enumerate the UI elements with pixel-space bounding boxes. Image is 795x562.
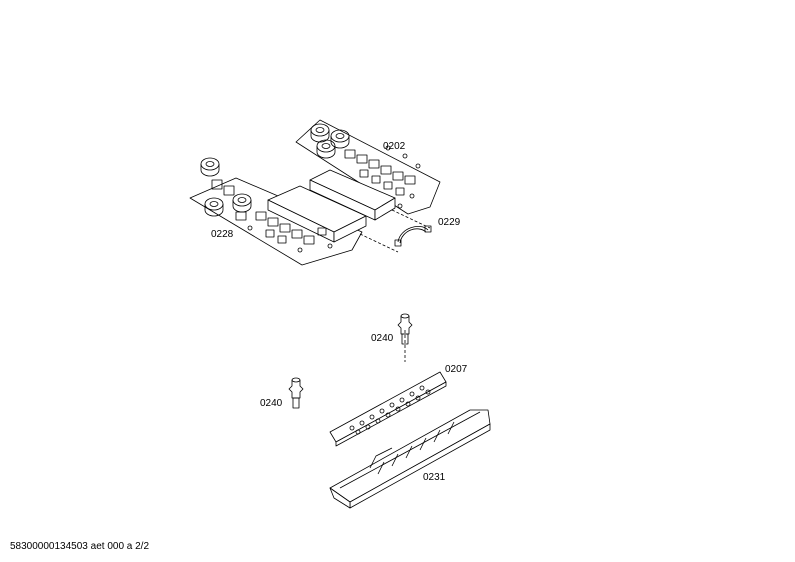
control-board-0228: [189, 157, 396, 266]
part-label-0240-upper: 0240: [371, 333, 394, 344]
part-label-0231: 0231: [423, 472, 446, 483]
frame-0231: [329, 409, 491, 509]
part-label-0240-lower: 0240: [260, 398, 283, 409]
toroid-coil: [330, 129, 350, 149]
part-label-0228: 0228: [211, 229, 234, 240]
part-label-0229: 0229: [438, 217, 461, 228]
cable-0229: [394, 225, 432, 247]
toroid-coil: [316, 139, 336, 159]
spacer-pin-0240-lower: [288, 377, 304, 409]
toroid-coil: [204, 197, 224, 217]
toroid-coil: [200, 157, 220, 177]
part-label-0202: 0202: [383, 141, 406, 152]
relay-components: [344, 145, 421, 209]
display-board-0207: [329, 371, 447, 447]
spacer-pin-0240-upper: [397, 313, 413, 345]
part-label-0207: 0207: [445, 364, 468, 375]
heatsink: [267, 169, 396, 243]
toroid-coil: [310, 123, 330, 143]
document-footer: 58300000134503 aet 000 a 2/2: [10, 541, 150, 552]
alignment-lines: [359, 209, 431, 362]
control-board-0202: [295, 119, 441, 215]
led-holes: [349, 385, 431, 435]
relay-components: [211, 179, 333, 253]
